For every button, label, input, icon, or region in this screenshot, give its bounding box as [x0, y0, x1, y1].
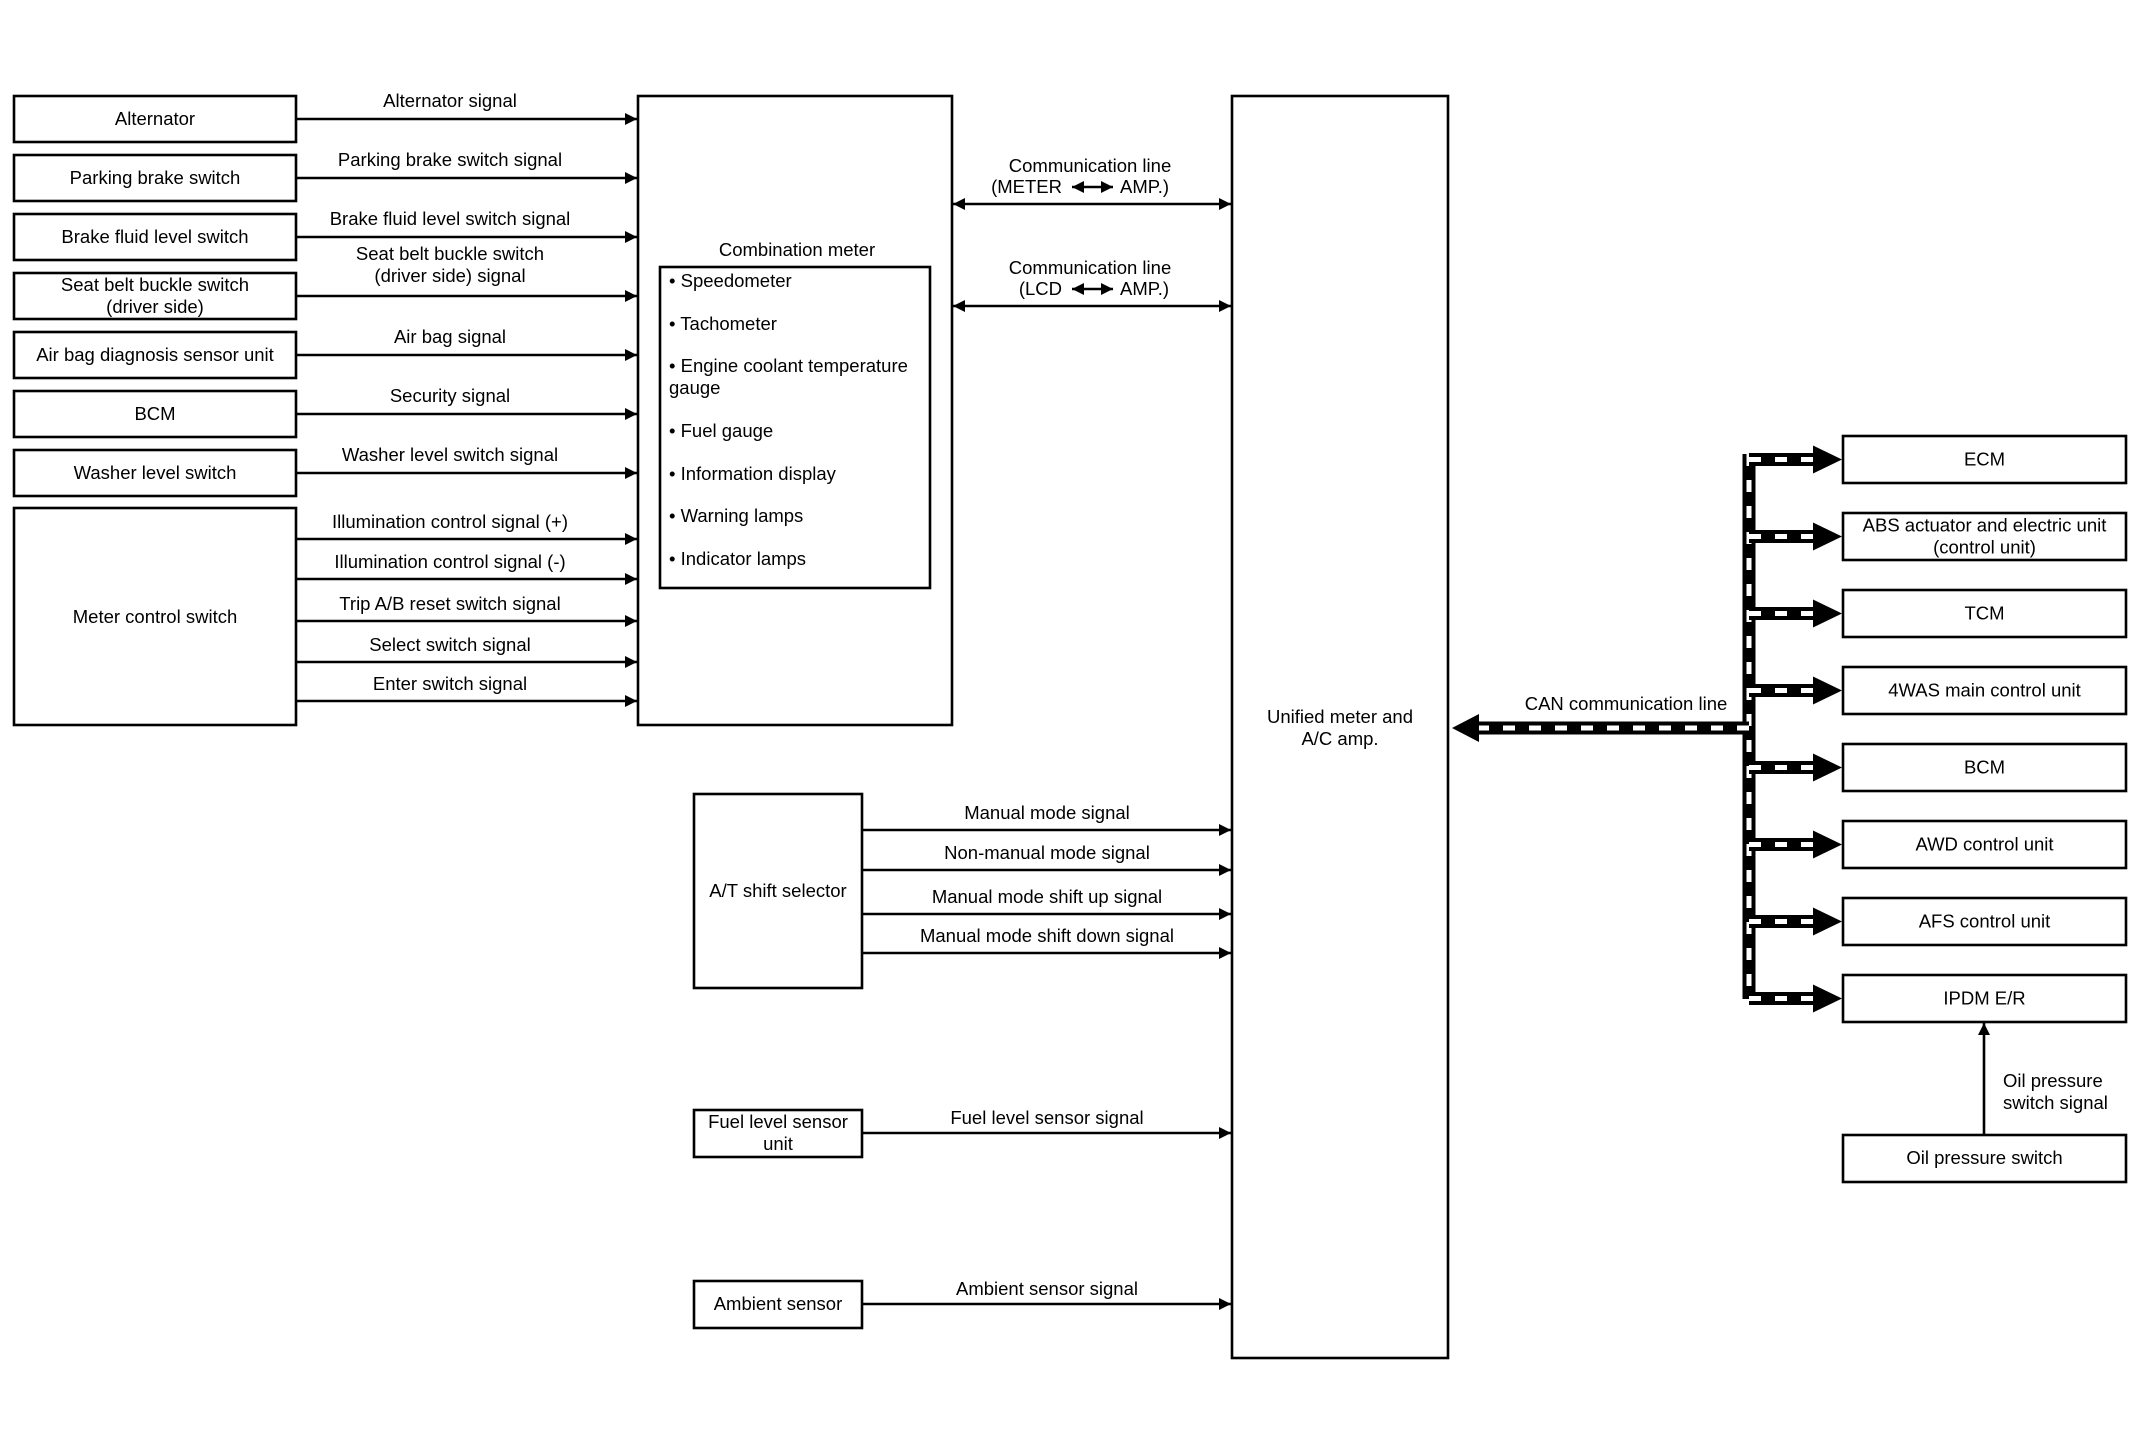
can-unit-box	[1841, 665, 2128, 716]
brake-fluid-label: Brake fluid level switch	[61, 226, 248, 247]
combination-meter-item: • Indicator lamps	[669, 548, 806, 569]
can-branch-arrowhead	[1813, 907, 1842, 936]
can-unit-label: IPDM E/R	[1943, 988, 2025, 1009]
combination-meter-item: • Engine coolant temperature	[669, 355, 908, 376]
meter-control-signal-label: Select switch signal	[369, 634, 530, 655]
can-unit-label: (control unit)	[1933, 537, 2036, 558]
can-unit-label: 4WAS main control unit	[1888, 680, 2081, 701]
can-branch-arrowhead	[1813, 599, 1842, 628]
bcm-left-box	[12, 389, 298, 439]
can-unit-box	[1841, 973, 2128, 1024]
meter-amp-comm-label: (METER	[991, 176, 1062, 197]
meter-control-switch-box	[12, 506, 298, 727]
signal-wires	[296, 113, 1990, 1310]
can-branch-arrowhead	[1813, 830, 1842, 859]
meter-control-switch-label: Meter control switch	[73, 606, 238, 627]
alternator-label: Alternator	[115, 108, 195, 129]
fuel-level-sensor-label: Fuel level sensor	[708, 1111, 848, 1132]
can-unit-label: BCM	[1964, 757, 2005, 778]
seat-belt-label: Seat belt buckle switch	[61, 274, 249, 295]
can-unit-box	[1841, 511, 2128, 562]
parking-brake-signal-label: Parking brake switch signal	[338, 149, 562, 170]
at-shift-signal-label: Manual mode shift down signal	[920, 925, 1174, 946]
can-branch-arrowhead	[1813, 984, 1842, 1013]
combination-meter-item: • Fuel gauge	[669, 420, 773, 441]
washer-box	[12, 448, 298, 498]
lcd-amp-comm-label: AMP.)	[1120, 278, 1169, 299]
component-boxes	[12, 94, 2128, 1360]
can-unit-box	[1841, 742, 2128, 793]
ambient-sensor-box	[692, 1279, 864, 1330]
meter-control-signal-label: Enter switch signal	[373, 673, 527, 694]
can-unit-label: TCM	[1964, 603, 2004, 624]
combination-meter-item: • Tachometer	[669, 313, 777, 334]
oil-pressure-switch-label: Oil pressure switch	[1906, 1147, 2062, 1168]
at-shift-signal-label: Manual mode signal	[964, 802, 1130, 823]
ambient-sensor-signal-label: Ambient sensor signal	[956, 1278, 1138, 1299]
combination-meter-inner-box	[658, 265, 932, 590]
can-bus-arrowhead	[1452, 714, 1479, 742]
meter-control-signal-label: Illumination control signal (-)	[334, 551, 565, 572]
seat-belt-label: (driver side)	[106, 296, 204, 317]
meter-amp-comm-label: AMP.)	[1120, 176, 1169, 197]
washer-signal-label: Washer level switch signal	[342, 444, 558, 465]
can-branch-arrowhead	[1813, 522, 1842, 551]
combination-meter-item: gauge	[669, 377, 720, 398]
seat-belt-signal-label: (driver side) signal	[374, 265, 525, 286]
brake-fluid-box	[12, 212, 298, 262]
can-branch-arrowhead	[1813, 445, 1842, 474]
parking-brake-label: Parking brake switch	[70, 167, 241, 188]
can-unit-box	[1841, 588, 2128, 639]
unified-meter-ac-amp-label: Unified meter and	[1267, 706, 1413, 727]
oil-pressure-signal-label: switch signal	[2003, 1092, 2108, 1113]
air-bag-label: Air bag diagnosis sensor unit	[36, 344, 274, 365]
combination-meter-item: • Speedometer	[669, 270, 792, 291]
fuel-level-sensor-box	[692, 1108, 864, 1159]
at-shift-selector-box	[692, 792, 864, 990]
combination-meter-item: • Warning lamps	[669, 505, 803, 526]
seat-belt-signal-label: Seat belt buckle switch	[356, 243, 544, 264]
can-unit-label: AWD control unit	[1915, 834, 2053, 855]
alternator-signal-label: Alternator signal	[383, 90, 517, 111]
can-unit-box	[1841, 819, 2128, 870]
at-shift-signal-label: Non-manual mode signal	[944, 842, 1150, 863]
meter-amp-comm-label: Communication line	[1009, 155, 1171, 176]
alternator-box	[12, 94, 298, 144]
combination-meter-item: • Information display	[669, 463, 837, 484]
ambient-sensor-label: Ambient sensor	[714, 1293, 843, 1314]
can-unit-label: ECM	[1964, 449, 2005, 470]
unified-meter-ac-amp-box	[1230, 94, 1450, 1360]
can-unit-label: ABS actuator and electric unit	[1863, 515, 2107, 536]
bcm-left-label: BCM	[134, 403, 175, 424]
combination-meter-title: Combination meter	[719, 239, 875, 260]
can-unit-label: AFS control unit	[1919, 911, 2051, 932]
can-branch-arrowhead	[1813, 676, 1842, 705]
can-branch-arrowhead	[1813, 753, 1842, 782]
fuel-level-sensor-signal-label: Fuel level sensor signal	[950, 1107, 1143, 1128]
air-bag-signal-label: Air bag signal	[394, 326, 506, 347]
oil-pressure-signal-label: Oil pressure	[2003, 1070, 2103, 1091]
air-bag-box	[12, 330, 298, 380]
bcm-left-signal-label: Security signal	[390, 385, 510, 406]
lcd-amp-comm-label: Communication line	[1009, 257, 1171, 278]
meter-control-signal-label: Trip A/B reset switch signal	[339, 593, 560, 614]
meter-control-signal-label: Illumination control signal (+)	[332, 511, 568, 532]
parking-brake-box	[12, 153, 298, 203]
can-unit-box	[1841, 434, 2128, 485]
brake-fluid-signal-label: Brake fluid level switch signal	[330, 208, 571, 229]
washer-label: Washer level switch	[74, 462, 237, 483]
at-shift-selector-label: A/T shift selector	[709, 880, 846, 901]
can-unit-box	[1841, 896, 2128, 947]
at-shift-signal-label: Manual mode shift up signal	[932, 886, 1162, 907]
fuel-level-sensor-label: unit	[763, 1133, 793, 1154]
can-communication-line-label: CAN communication line	[1525, 693, 1728, 714]
lcd-amp-comm-label: (LCD	[1019, 278, 1062, 299]
unified-meter-ac-amp-label: A/C amp.	[1301, 728, 1378, 749]
